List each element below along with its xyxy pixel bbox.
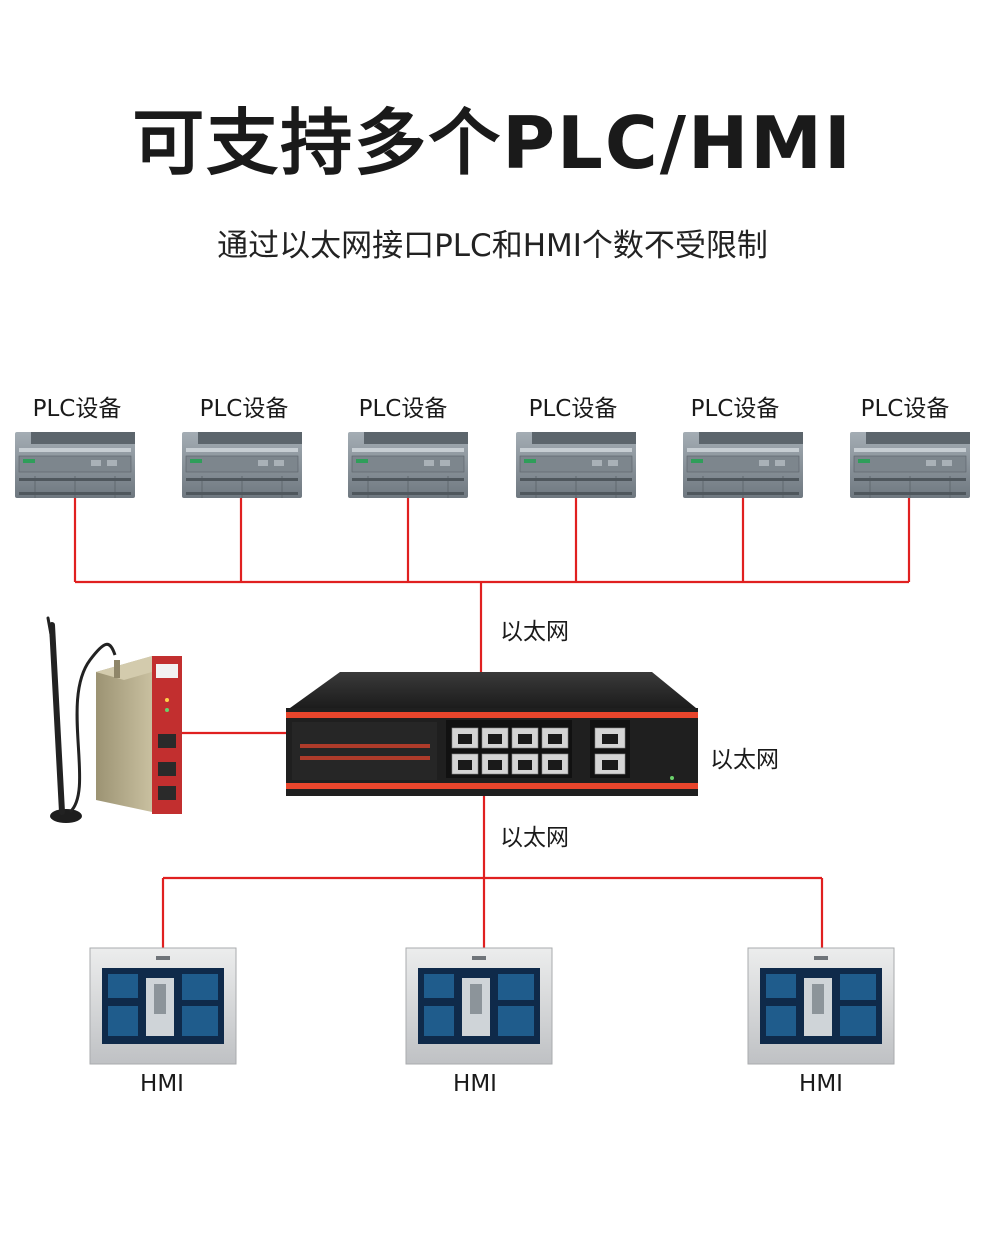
plc-device-5 — [683, 432, 803, 498]
plc-label-5: PLC设备 — [690, 396, 780, 422]
hmi-device-1 — [89, 947, 237, 1065]
plc-label-3: PLC设备 — [358, 396, 448, 422]
plc-device-4 — [516, 432, 636, 498]
hmi-device-2 — [405, 947, 553, 1065]
wires — [73, 498, 911, 948]
ethernet-label-top: 以太网 — [500, 619, 569, 645]
hmi-label-3: HMI — [799, 1071, 843, 1097]
ethernet-switch — [286, 672, 698, 796]
ethernet-label-bottom: 以太网 — [500, 825, 569, 851]
page-title: 可支持多个PLC/HMI — [132, 101, 853, 185]
plc-label-1: PLC设备 — [32, 396, 122, 422]
plc-label-6: PLC设备 — [860, 396, 950, 422]
hmi-label-1: HMI — [140, 1071, 184, 1097]
plc-label-4: PLC设备 — [528, 396, 618, 422]
plc-device-1 — [15, 432, 135, 498]
page-subtitle: 通过以太网接口PLC和HMI个数不受限制 — [217, 228, 768, 264]
hmi-label-2: HMI — [453, 1071, 497, 1097]
plc-label-2: PLC设备 — [199, 396, 289, 422]
hmi-device-3 — [747, 947, 895, 1065]
plc-device-3 — [348, 432, 468, 498]
plc-device-2 — [182, 432, 302, 498]
gateway-device — [46, 616, 182, 823]
ethernet-label-right: 以太网 — [710, 747, 779, 773]
plc-device-6 — [850, 432, 970, 498]
